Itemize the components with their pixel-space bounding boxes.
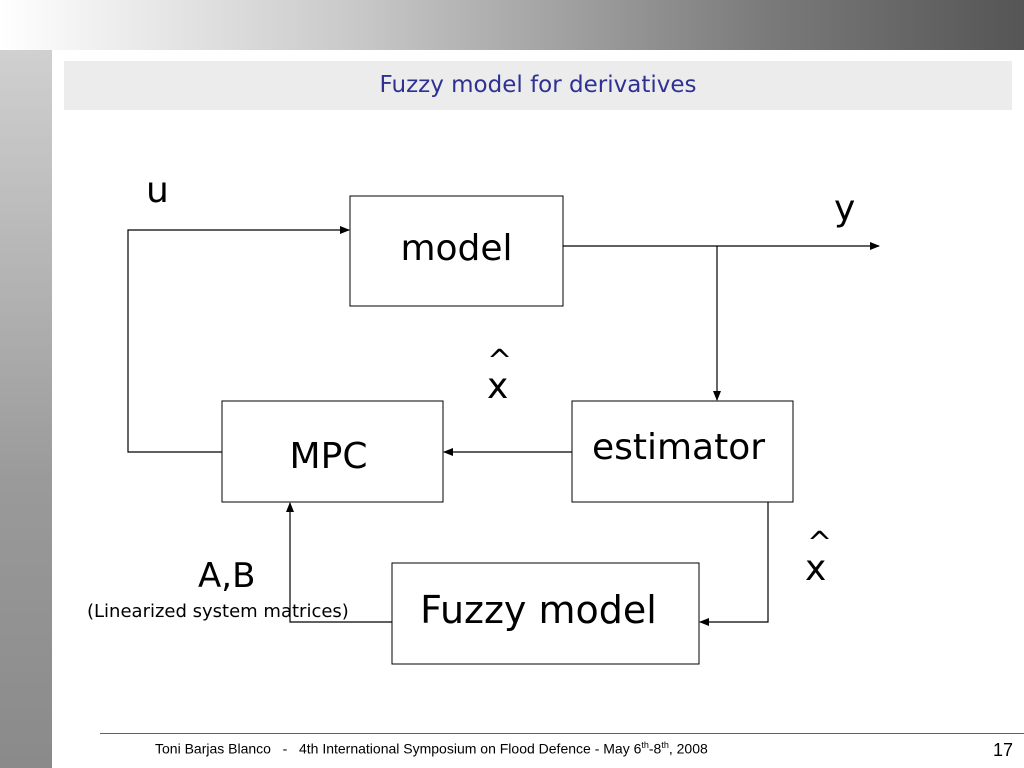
model-label: model	[400, 228, 513, 269]
mpc-block	[221, 400, 444, 503]
x-hat-top-var: x	[487, 366, 509, 407]
estimator-label: estimator	[591, 427, 766, 468]
footer-sup-2: th	[661, 740, 669, 750]
fuzzy-model-block	[391, 562, 700, 665]
footer-year: , 2008	[668, 740, 708, 757]
footer-divider	[100, 733, 1024, 734]
model-block	[349, 195, 564, 307]
x-hat-right-var: x	[805, 548, 827, 589]
signal-ab-note: (Linearized system matrices)	[87, 601, 349, 622]
signal-ab: A,B	[198, 556, 256, 596]
slide-title: Fuzzy model for derivatives	[379, 72, 697, 98]
arrow-fuzzy-to-mpc	[286, 502, 392, 623]
x-hat-right-hat: ^	[807, 526, 833, 561]
left-gradient-bar	[0, 50, 52, 768]
arrow-u-to-model	[127, 226, 350, 453]
footer-dash: -8	[648, 740, 662, 757]
page-number: 17	[993, 740, 1014, 760]
signal-u: u	[146, 170, 169, 211]
arrow-estimator-to-fuzzy	[699, 502, 769, 626]
footer-sup-1: th	[641, 740, 649, 750]
footer-separator: -	[282, 740, 288, 757]
fuzzy-model-label: Fuzzy model	[420, 588, 657, 632]
x-hat-top-hat: ^	[487, 344, 513, 379]
signal-y: y	[834, 188, 856, 229]
estimator-block	[571, 400, 794, 503]
title-bar	[64, 61, 1012, 110]
footer-author: Toni Barjas Blanco	[155, 740, 271, 757]
mpc-label: MPC	[289, 436, 368, 477]
footer-text: Toni Barjas Blanco - 4th International S…	[155, 740, 708, 757]
footer-event: 4th International Symposium on Flood Def…	[298, 740, 642, 757]
